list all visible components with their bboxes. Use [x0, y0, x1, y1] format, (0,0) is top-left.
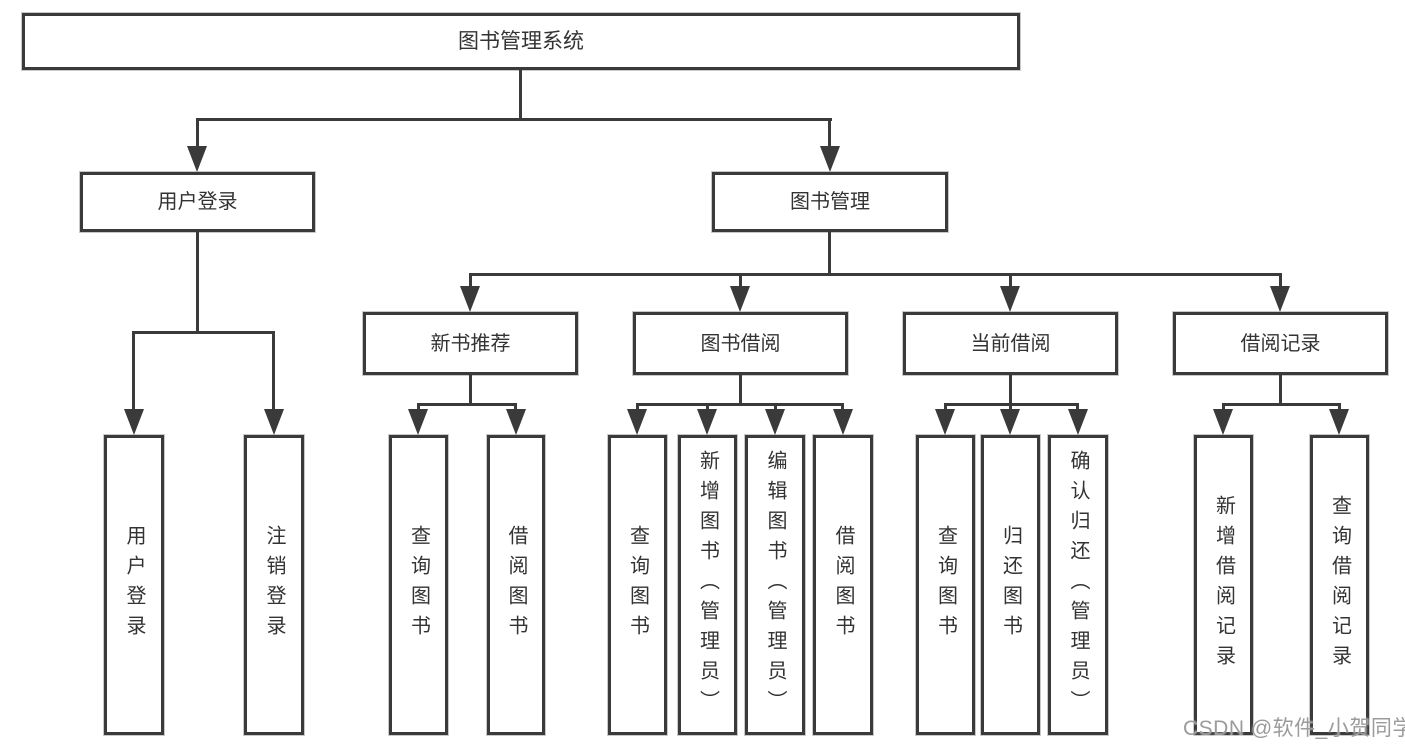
- connector-user-stem: [196, 232, 199, 334]
- arrowhead-newbook: [460, 286, 480, 312]
- leaf-query-books-recommend: 查询图书: [389, 435, 448, 735]
- connector-drop-user-login: [196, 118, 199, 148]
- connector-drop-borrow-edit: [774, 403, 777, 413]
- node-new-book-recommend: 新书推荐: [363, 312, 578, 375]
- leaf-user-login: 用户登录: [104, 435, 164, 735]
- csdn-watermark: CSDN @软件_小贺同学: [1183, 717, 1405, 740]
- leaf-borrow-books: 借阅图书: [813, 435, 873, 735]
- node-root-library-system: 图书管理系统: [22, 13, 1020, 70]
- connector-records-stem: [1279, 374, 1282, 406]
- connector-drop-records: [1279, 273, 1282, 289]
- arrowhead-current-confirm: [1068, 409, 1088, 435]
- leaf-query-books-borrow: 查询图书: [608, 435, 667, 735]
- connector-drop-records-query: [1338, 403, 1341, 413]
- arrowhead-borrow-borrow: [833, 409, 853, 435]
- connector-drop-current-confirm: [1076, 403, 1079, 413]
- connector-drop-borrow: [739, 273, 742, 289]
- connector-drop-records-add: [1222, 403, 1225, 413]
- arrowhead-newbook-query: [408, 409, 428, 435]
- connector-root-rail: [196, 118, 832, 121]
- arrowhead-current-query: [935, 409, 955, 435]
- arrowhead-current: [1000, 286, 1020, 312]
- leaf-edit-books-admin: 编辑图书（管理员）: [745, 435, 805, 735]
- arrowhead-borrow: [730, 286, 750, 312]
- connector-current-stem: [1009, 374, 1012, 406]
- connector-user-rail: [132, 331, 275, 334]
- connector-borrow-stem: [739, 374, 742, 406]
- connector-drop-leaf-logout: [272, 331, 275, 411]
- connector-drop-book-mgmt: [828, 118, 831, 148]
- connector-mgmt-stem: [828, 232, 831, 276]
- node-user-login: 用户登录: [80, 172, 315, 232]
- connector-drop-current: [1009, 273, 1012, 289]
- leaf-query-books-current: 查询图书: [916, 435, 975, 735]
- connector-records-rail: [1222, 403, 1340, 406]
- arrowhead-records: [1270, 286, 1290, 312]
- connector-root-stem: [519, 70, 522, 121]
- node-current-borrow: 当前借阅: [903, 312, 1118, 375]
- connector-drop-borrow-query: [636, 403, 639, 413]
- connector-drop-current-query: [944, 403, 947, 413]
- leaf-borrow-books-recommend: 借阅图书: [487, 435, 545, 735]
- connector-drop-newbook: [469, 273, 472, 289]
- arrowhead-borrow-query: [627, 409, 647, 435]
- arrowhead-book-mgmt: [820, 146, 840, 172]
- arrowhead-leaf-user-login: [124, 409, 144, 435]
- arrowhead-newbook-borrow: [506, 409, 526, 435]
- connector-drop-newbook-query: [417, 403, 420, 413]
- leaf-return-books: 归还图书: [981, 435, 1040, 735]
- connector-drop-borrow-borrow: [841, 403, 844, 413]
- node-book-borrow: 图书借阅: [633, 312, 848, 375]
- leaf-logout: 注销登录: [244, 435, 304, 735]
- leaf-query-borrow-record: 查询借阅记录: [1310, 435, 1369, 735]
- node-book-management: 图书管理: [712, 172, 948, 232]
- arrowhead-borrow-edit: [765, 409, 785, 435]
- connector-mgmt-rail: [469, 273, 1282, 276]
- connector-newbook-stem: [469, 374, 472, 406]
- arrowhead-leaf-logout: [264, 409, 284, 435]
- connector-drop-current-return: [1009, 403, 1012, 413]
- arrowhead-user-login: [187, 146, 207, 172]
- arrowhead-current-return: [1000, 409, 1020, 435]
- arrowhead-records-add: [1213, 409, 1233, 435]
- node-borrow-records: 借阅记录: [1173, 312, 1388, 375]
- leaf-confirm-return-admin: 确认归还（管理员）: [1048, 435, 1108, 735]
- leaf-add-books-admin: 新增图书（管理员）: [678, 435, 737, 735]
- connector-drop-newbook-borrow: [514, 403, 517, 413]
- arrowhead-borrow-add: [697, 409, 717, 435]
- connector-drop-leaf-user-login: [132, 331, 135, 411]
- leaf-add-borrow-record: 新增借阅记录: [1194, 435, 1253, 735]
- connector-newbook-rail: [417, 403, 517, 406]
- connector-drop-borrow-add: [706, 403, 709, 413]
- connector-borrow-rail: [636, 403, 843, 406]
- arrowhead-records-query: [1329, 409, 1349, 435]
